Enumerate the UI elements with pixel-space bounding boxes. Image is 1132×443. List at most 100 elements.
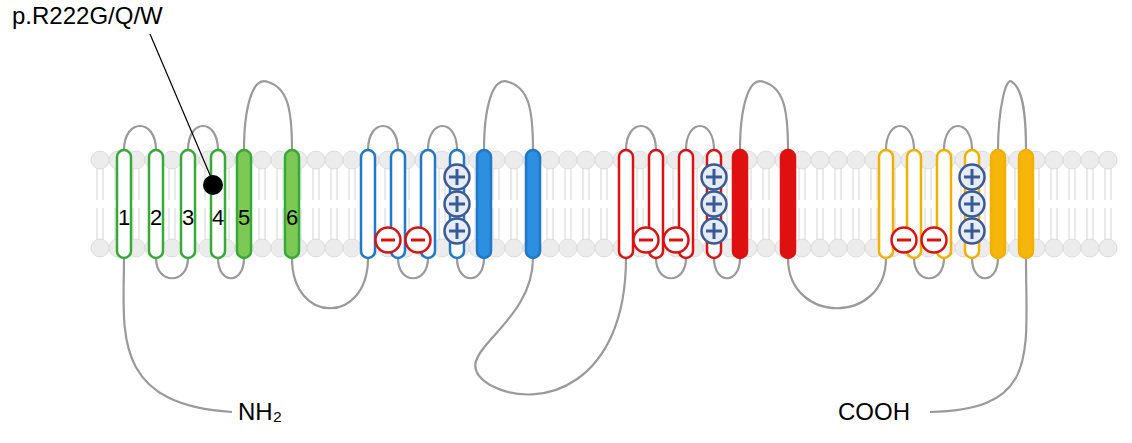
helix-number: 2 — [150, 207, 162, 229]
lipid-tail — [822, 208, 824, 242]
lipid-tail — [264, 166, 266, 200]
lipid-tail — [840, 208, 842, 242]
lipid-tail — [174, 166, 176, 200]
transmembrane-helix — [117, 150, 131, 258]
lipid-tail — [102, 166, 104, 200]
lipid-tail — [1086, 208, 1088, 242]
lipid-head — [541, 239, 559, 257]
positive-charge — [960, 219, 985, 244]
lipid-head — [253, 151, 271, 169]
lipid-tail — [672, 166, 674, 200]
lipid-tail — [492, 208, 494, 242]
lipid-tail — [114, 166, 116, 200]
peptide-loop — [930, 258, 1027, 412]
lipid-head — [847, 151, 865, 169]
lipid-tail — [474, 166, 476, 200]
lipid-tail — [1050, 208, 1052, 242]
lipid-tail — [1110, 208, 1112, 242]
lipid-head — [559, 239, 577, 257]
transmembrane-helix — [149, 150, 163, 258]
lipid-tail — [276, 208, 278, 242]
lipid-tail — [510, 208, 512, 242]
lipid-tail — [168, 166, 170, 200]
lipid-tail — [834, 208, 836, 242]
lipid-tail — [228, 208, 230, 242]
lipid-head — [757, 239, 775, 257]
lipid-tail — [1068, 166, 1070, 200]
minus-sign — [639, 239, 653, 242]
leader-line — [150, 34, 213, 182]
lipid-tail — [858, 208, 860, 242]
peptide-loop — [368, 126, 398, 150]
minus-sign — [381, 239, 395, 242]
negative-charge — [634, 228, 659, 253]
lipid-tail — [1074, 208, 1076, 242]
lipid-tail — [174, 208, 176, 242]
peptide-loop — [626, 126, 656, 150]
lipid-head — [307, 151, 325, 169]
lipid-tail — [510, 166, 512, 200]
negative-charge — [376, 228, 401, 253]
lipid-head — [1081, 239, 1099, 257]
lipid-tail — [318, 208, 320, 242]
helix-number: 5 — [238, 207, 250, 229]
lipid-tail — [408, 166, 410, 200]
lipid-head — [1099, 239, 1117, 257]
plus-sign — [971, 223, 974, 239]
lipid-head — [811, 151, 829, 169]
lipid-head — [91, 151, 109, 169]
lipid-tail — [582, 166, 584, 200]
lipid-tail — [696, 166, 698, 200]
lipid-bilayer — [91, 151, 1117, 257]
lipid-tail — [726, 166, 728, 200]
lipid-tail — [1056, 166, 1058, 200]
peptide-loop — [886, 126, 914, 150]
lipid-tail — [312, 208, 314, 242]
lipid-tail — [588, 166, 590, 200]
lipid-head — [253, 239, 271, 257]
lipid-tail — [804, 208, 806, 242]
lipid-head — [847, 239, 865, 257]
lipid-tail — [132, 166, 134, 200]
lipid-tail — [1104, 166, 1106, 200]
lipid-tail — [282, 166, 284, 200]
lipid-tail — [102, 208, 104, 242]
peptide-loop — [686, 126, 714, 150]
lipid-tail — [438, 208, 440, 242]
lipid-tail — [852, 166, 854, 200]
lipid-tail — [816, 166, 818, 200]
transmembrane-helix — [991, 150, 1005, 258]
lipid-tail — [552, 208, 554, 242]
lipid-tail — [696, 208, 698, 242]
lipid-head — [829, 151, 847, 169]
plus-sign — [456, 169, 459, 185]
lipid-tail — [822, 166, 824, 200]
lipid-tail — [816, 208, 818, 242]
lipid-tail — [1014, 166, 1016, 200]
lipid-tail — [834, 166, 836, 200]
lipid-tail — [168, 208, 170, 242]
lipid-tail — [1056, 208, 1058, 242]
lipid-tail — [1092, 208, 1094, 242]
helix-number: 3 — [182, 207, 194, 229]
lipid-head — [811, 239, 829, 257]
transmembrane-helix — [1019, 150, 1033, 258]
peptide-loop — [124, 126, 156, 150]
lipid-tail — [516, 208, 518, 242]
lipid-tail — [762, 208, 764, 242]
lipid-head — [757, 151, 775, 169]
positive-charge — [960, 165, 985, 190]
peptide-loop — [788, 258, 886, 308]
lipid-tail — [750, 208, 752, 242]
positive-charge — [445, 219, 470, 244]
lipid-head — [307, 239, 325, 257]
lipid-tail — [492, 166, 494, 200]
lipid-tail — [264, 208, 266, 242]
peptide-loop — [156, 258, 188, 278]
peptide-loop — [428, 126, 457, 150]
terminus-label: COOH — [838, 400, 910, 424]
lipid-tail — [354, 208, 356, 242]
mutation-site — [203, 175, 223, 195]
peptide-loop — [740, 81, 788, 150]
